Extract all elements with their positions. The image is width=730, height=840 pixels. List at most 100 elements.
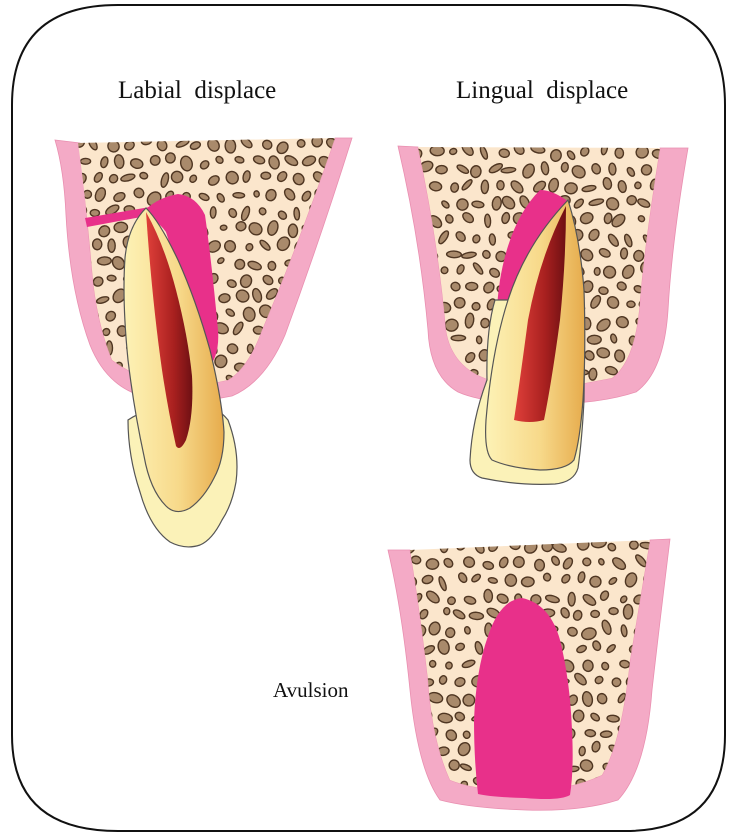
trabecula xyxy=(579,746,586,756)
trabecula xyxy=(405,747,416,758)
trabecula xyxy=(79,355,93,372)
trabecula xyxy=(589,576,601,588)
trabecula xyxy=(415,350,426,362)
trabecula xyxy=(288,224,297,238)
trabecula xyxy=(484,214,491,228)
trabecula xyxy=(419,368,431,381)
trabecula xyxy=(319,321,332,337)
trabecula xyxy=(93,239,102,250)
trabecula xyxy=(316,258,327,267)
trabecula xyxy=(472,303,480,311)
trabecula xyxy=(285,359,296,375)
trabecula xyxy=(107,275,116,281)
trabecula xyxy=(310,308,321,318)
trabecula xyxy=(568,592,575,606)
trabecula xyxy=(319,360,334,375)
trabecula xyxy=(300,357,312,369)
trabecula xyxy=(270,360,282,373)
trabecula xyxy=(623,604,633,619)
labial-displace-caption: Labial displace xyxy=(118,78,276,103)
avulsion-caption: Avulsion xyxy=(273,680,348,701)
trabecula xyxy=(561,162,569,172)
trabecula xyxy=(225,139,237,154)
trabecula xyxy=(521,577,534,587)
trabecula xyxy=(598,286,608,295)
trabecula xyxy=(295,379,306,390)
trabecula xyxy=(489,234,496,246)
trabecula xyxy=(534,559,545,571)
trabecula xyxy=(634,182,641,190)
trabecula xyxy=(308,271,321,287)
trabecula xyxy=(429,660,436,667)
trabecula xyxy=(497,181,504,190)
trabecula xyxy=(588,368,597,380)
trabecula xyxy=(620,248,628,259)
trabecula xyxy=(97,257,111,266)
trabecula xyxy=(426,559,439,570)
trabecula xyxy=(70,336,86,353)
trabecula xyxy=(235,221,246,231)
trabecula xyxy=(297,139,306,148)
trabecula xyxy=(436,165,448,174)
trabecula xyxy=(466,282,478,290)
trabecula xyxy=(80,158,90,164)
trabecula xyxy=(480,318,489,328)
lingual-displace-caption: Lingual displace xyxy=(456,78,628,103)
trabecula xyxy=(440,541,448,553)
trabecula xyxy=(594,267,600,275)
trabecula xyxy=(293,340,307,354)
trabecula xyxy=(629,541,638,550)
trabecula xyxy=(108,239,115,252)
trabecula xyxy=(609,608,618,615)
trabecula xyxy=(301,323,309,337)
trabecula xyxy=(210,207,216,219)
trabecula xyxy=(451,335,465,341)
trabecula xyxy=(90,209,99,216)
trabecula xyxy=(312,376,322,382)
trabecula xyxy=(327,238,343,254)
trabecula xyxy=(220,225,227,230)
trabecula xyxy=(233,192,245,198)
trabecula xyxy=(69,374,83,388)
trabecula xyxy=(327,373,338,385)
trabecula xyxy=(253,190,259,197)
trabecula xyxy=(573,710,585,723)
avulsion-panel xyxy=(388,537,670,811)
trabecula xyxy=(585,729,596,737)
trabecula xyxy=(591,610,600,617)
trabecula xyxy=(446,251,461,258)
trabecula xyxy=(411,283,423,294)
trabecula xyxy=(600,731,612,738)
trabecula xyxy=(409,313,422,328)
trabecula xyxy=(114,222,128,233)
trabecula xyxy=(302,288,315,304)
trabecula xyxy=(608,163,616,175)
trabecula xyxy=(404,778,417,792)
trabecula xyxy=(260,377,275,390)
trabecula xyxy=(587,335,601,344)
trabecula xyxy=(297,308,306,319)
trabecula xyxy=(327,342,340,352)
lingual-displacement-panel xyxy=(398,141,688,484)
trabecula xyxy=(317,291,327,303)
trabecula xyxy=(327,310,337,322)
trabecula xyxy=(327,275,340,290)
trabecula xyxy=(294,207,300,220)
trabecula xyxy=(93,379,101,387)
trabecula xyxy=(627,301,636,308)
trabecula xyxy=(268,261,277,271)
trabecula xyxy=(640,779,656,792)
trabecula xyxy=(261,172,271,179)
trabecula xyxy=(476,336,482,344)
labial-displacement-panel xyxy=(55,133,352,547)
trabecula xyxy=(469,612,484,620)
trabecula xyxy=(312,346,320,356)
trabecula xyxy=(430,145,445,156)
trabecula xyxy=(633,250,644,262)
trabecula xyxy=(481,180,489,194)
trabecula xyxy=(444,607,450,614)
trabecula xyxy=(615,148,624,159)
trabecula xyxy=(411,555,421,564)
